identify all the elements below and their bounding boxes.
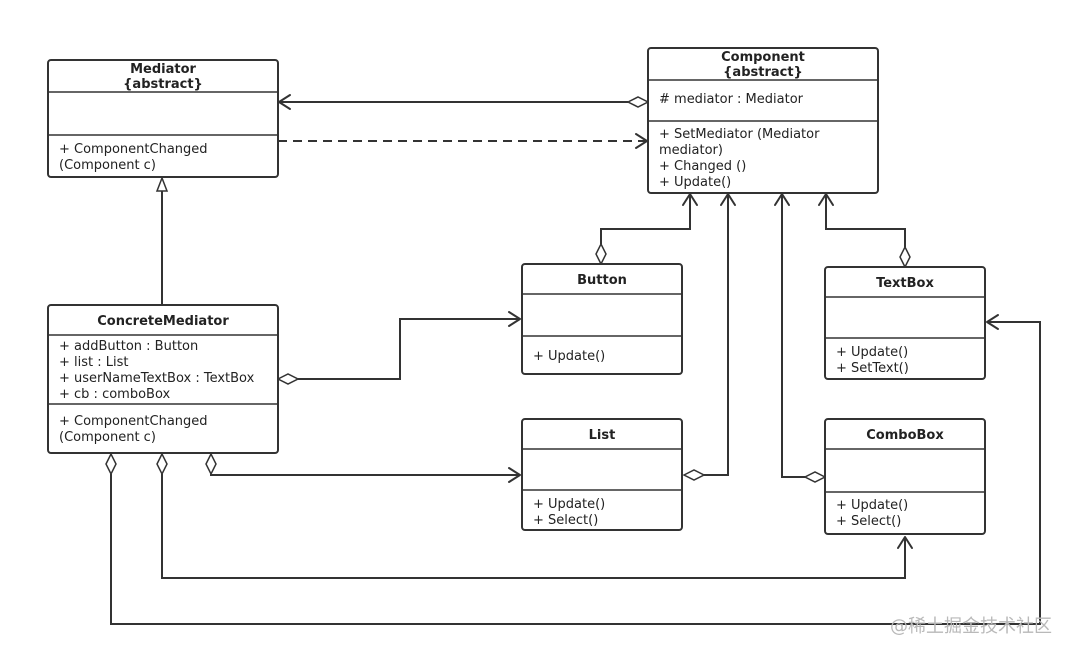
combobox-operation: + Select() [836, 514, 901, 529]
component-attribute: # mediator : Mediator [659, 92, 804, 107]
list-operation: + Select() [533, 513, 598, 528]
mediator-operation-line: (Component c) [59, 158, 156, 173]
concrete-mediator-operation-line: + ComponentChanged [59, 414, 208, 429]
textbox-operation: + SetText() [836, 361, 909, 376]
mediator-box [47, 59, 279, 178]
concrete-mediator-to-textbox-aggregation [105, 314, 1041, 625]
component-operation-line: + Changed () [659, 159, 746, 174]
button-title: Button [577, 273, 627, 288]
concrete-mediator-attribute: + addButton : Button [59, 339, 198, 354]
concrete-mediator-box [47, 304, 279, 454]
concrete-mediator-to-button-aggregation [276, 311, 521, 385]
button-box [521, 263, 683, 375]
combobox-title: ComboBox [866, 428, 944, 443]
list-title: List [589, 428, 616, 443]
list-box [521, 418, 683, 531]
watermark-text: @稀土掘金技术社区 [890, 616, 1052, 637]
class-concrete-mediator: ConcreteMediator + addButton : Button + … [47, 304, 279, 454]
concrete-mediator-attribute: + userNameTextBox : TextBox [59, 371, 255, 386]
textbox-title: TextBox [876, 276, 934, 291]
class-combobox: ComboBox + Update() + Select() [824, 418, 986, 535]
class-textbox: TextBox + Update() + SetText() [824, 266, 986, 380]
component-operation-line: + SetMediator (Mediator [659, 127, 820, 142]
mediator-operation-line: + ComponentChanged [59, 142, 208, 157]
combobox-operation: + Update() [836, 498, 908, 513]
component-stereotype: {abstract} [723, 65, 803, 80]
class-button: Button + Update() [521, 263, 683, 375]
component-operation-line: + Update() [659, 175, 731, 190]
mediator-stereotype: {abstract} [123, 77, 203, 92]
concrete-mediator-generalization [155, 175, 169, 305]
combobox-to-component-aggregation [774, 193, 827, 483]
concrete-mediator-attribute: + cb : comboBox [59, 387, 171, 402]
concrete-mediator-attribute: + list : List [59, 355, 129, 370]
class-component: Component {abstract} # mediator : Mediat… [647, 47, 879, 194]
component-title: Component [721, 50, 805, 65]
component-operation-line: mediator) [659, 143, 723, 158]
list-to-component-aggregation [682, 193, 736, 481]
mediator-title: Mediator [130, 62, 196, 77]
class-mediator: Mediator {abstract} + ComponentChanged (… [47, 59, 279, 178]
combobox-box [824, 418, 986, 535]
class-list: List + Update() + Select() [521, 418, 683, 531]
mediator-to-component-dependency [278, 133, 648, 149]
component-to-mediator-aggregation [278, 94, 650, 110]
textbox-operation: + Update() [836, 345, 908, 360]
textbox-box [824, 266, 986, 380]
concrete-mediator-to-combobox-aggregation [156, 452, 913, 579]
button-operation: + Update() [533, 349, 605, 364]
concrete-mediator-operation-line: (Component c) [59, 430, 156, 445]
concrete-mediator-title: ConcreteMediator [97, 314, 229, 329]
list-operation: + Update() [533, 497, 605, 512]
textbox-to-component-aggregation [818, 193, 911, 269]
button-to-component-aggregation [595, 193, 698, 266]
concrete-mediator-to-list-aggregation [205, 452, 521, 483]
